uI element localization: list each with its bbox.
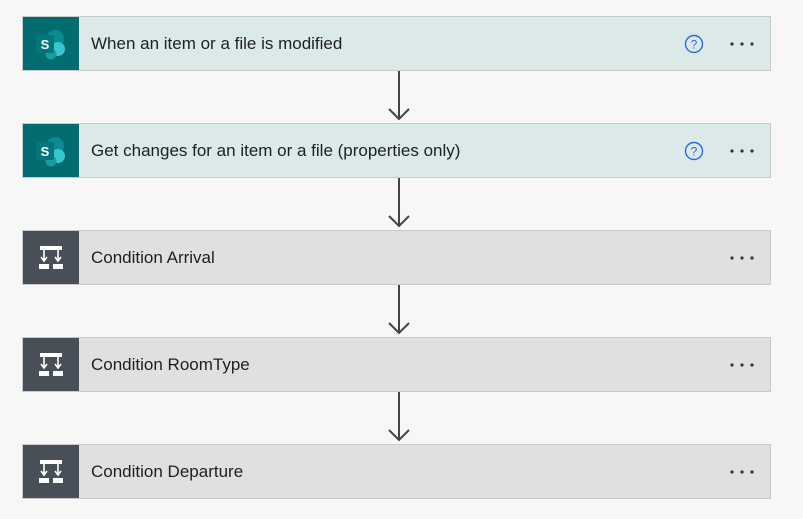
svg-text:S: S xyxy=(41,144,50,159)
more-options-icon[interactable] xyxy=(714,17,770,70)
sharepoint-icon: S xyxy=(23,124,79,177)
step-title: Condition RoomType xyxy=(91,354,250,374)
arrow-down-icon xyxy=(388,71,410,121)
arrow-down-icon xyxy=(388,392,410,442)
svg-text:?: ? xyxy=(691,37,698,51)
step-condition-departure[interactable]: Condition Departure xyxy=(22,444,771,499)
condition-icon xyxy=(23,231,79,284)
step-trigger-item-modified[interactable]: S When an item or a file is modified ? xyxy=(22,16,771,71)
step-get-changes[interactable]: S Get changes for an item or a file (pro… xyxy=(22,123,771,178)
help-icon[interactable]: ? xyxy=(674,124,714,177)
svg-text:S: S xyxy=(41,37,50,52)
step-title: Condition Departure xyxy=(91,461,244,481)
svg-text:?: ? xyxy=(691,144,698,158)
help-icon[interactable]: ? xyxy=(674,17,714,70)
arrow-down-icon xyxy=(388,178,410,228)
step-condition-arrival[interactable]: Condition Arrival xyxy=(22,230,771,285)
more-options-icon[interactable] xyxy=(714,124,770,177)
more-options-icon[interactable] xyxy=(714,231,770,284)
step-title: Get changes for an item or a file (prope… xyxy=(91,140,461,160)
step-title: When an item or a file is modified xyxy=(91,33,343,53)
condition-icon xyxy=(23,445,79,498)
condition-icon xyxy=(23,338,79,391)
step-condition-roomtype[interactable]: Condition RoomType xyxy=(22,337,771,392)
arrow-down-icon xyxy=(388,285,410,335)
sharepoint-icon: S xyxy=(23,17,79,70)
more-options-icon[interactable] xyxy=(714,445,770,498)
step-title: Condition Arrival xyxy=(91,247,215,267)
more-options-icon[interactable] xyxy=(714,338,770,391)
